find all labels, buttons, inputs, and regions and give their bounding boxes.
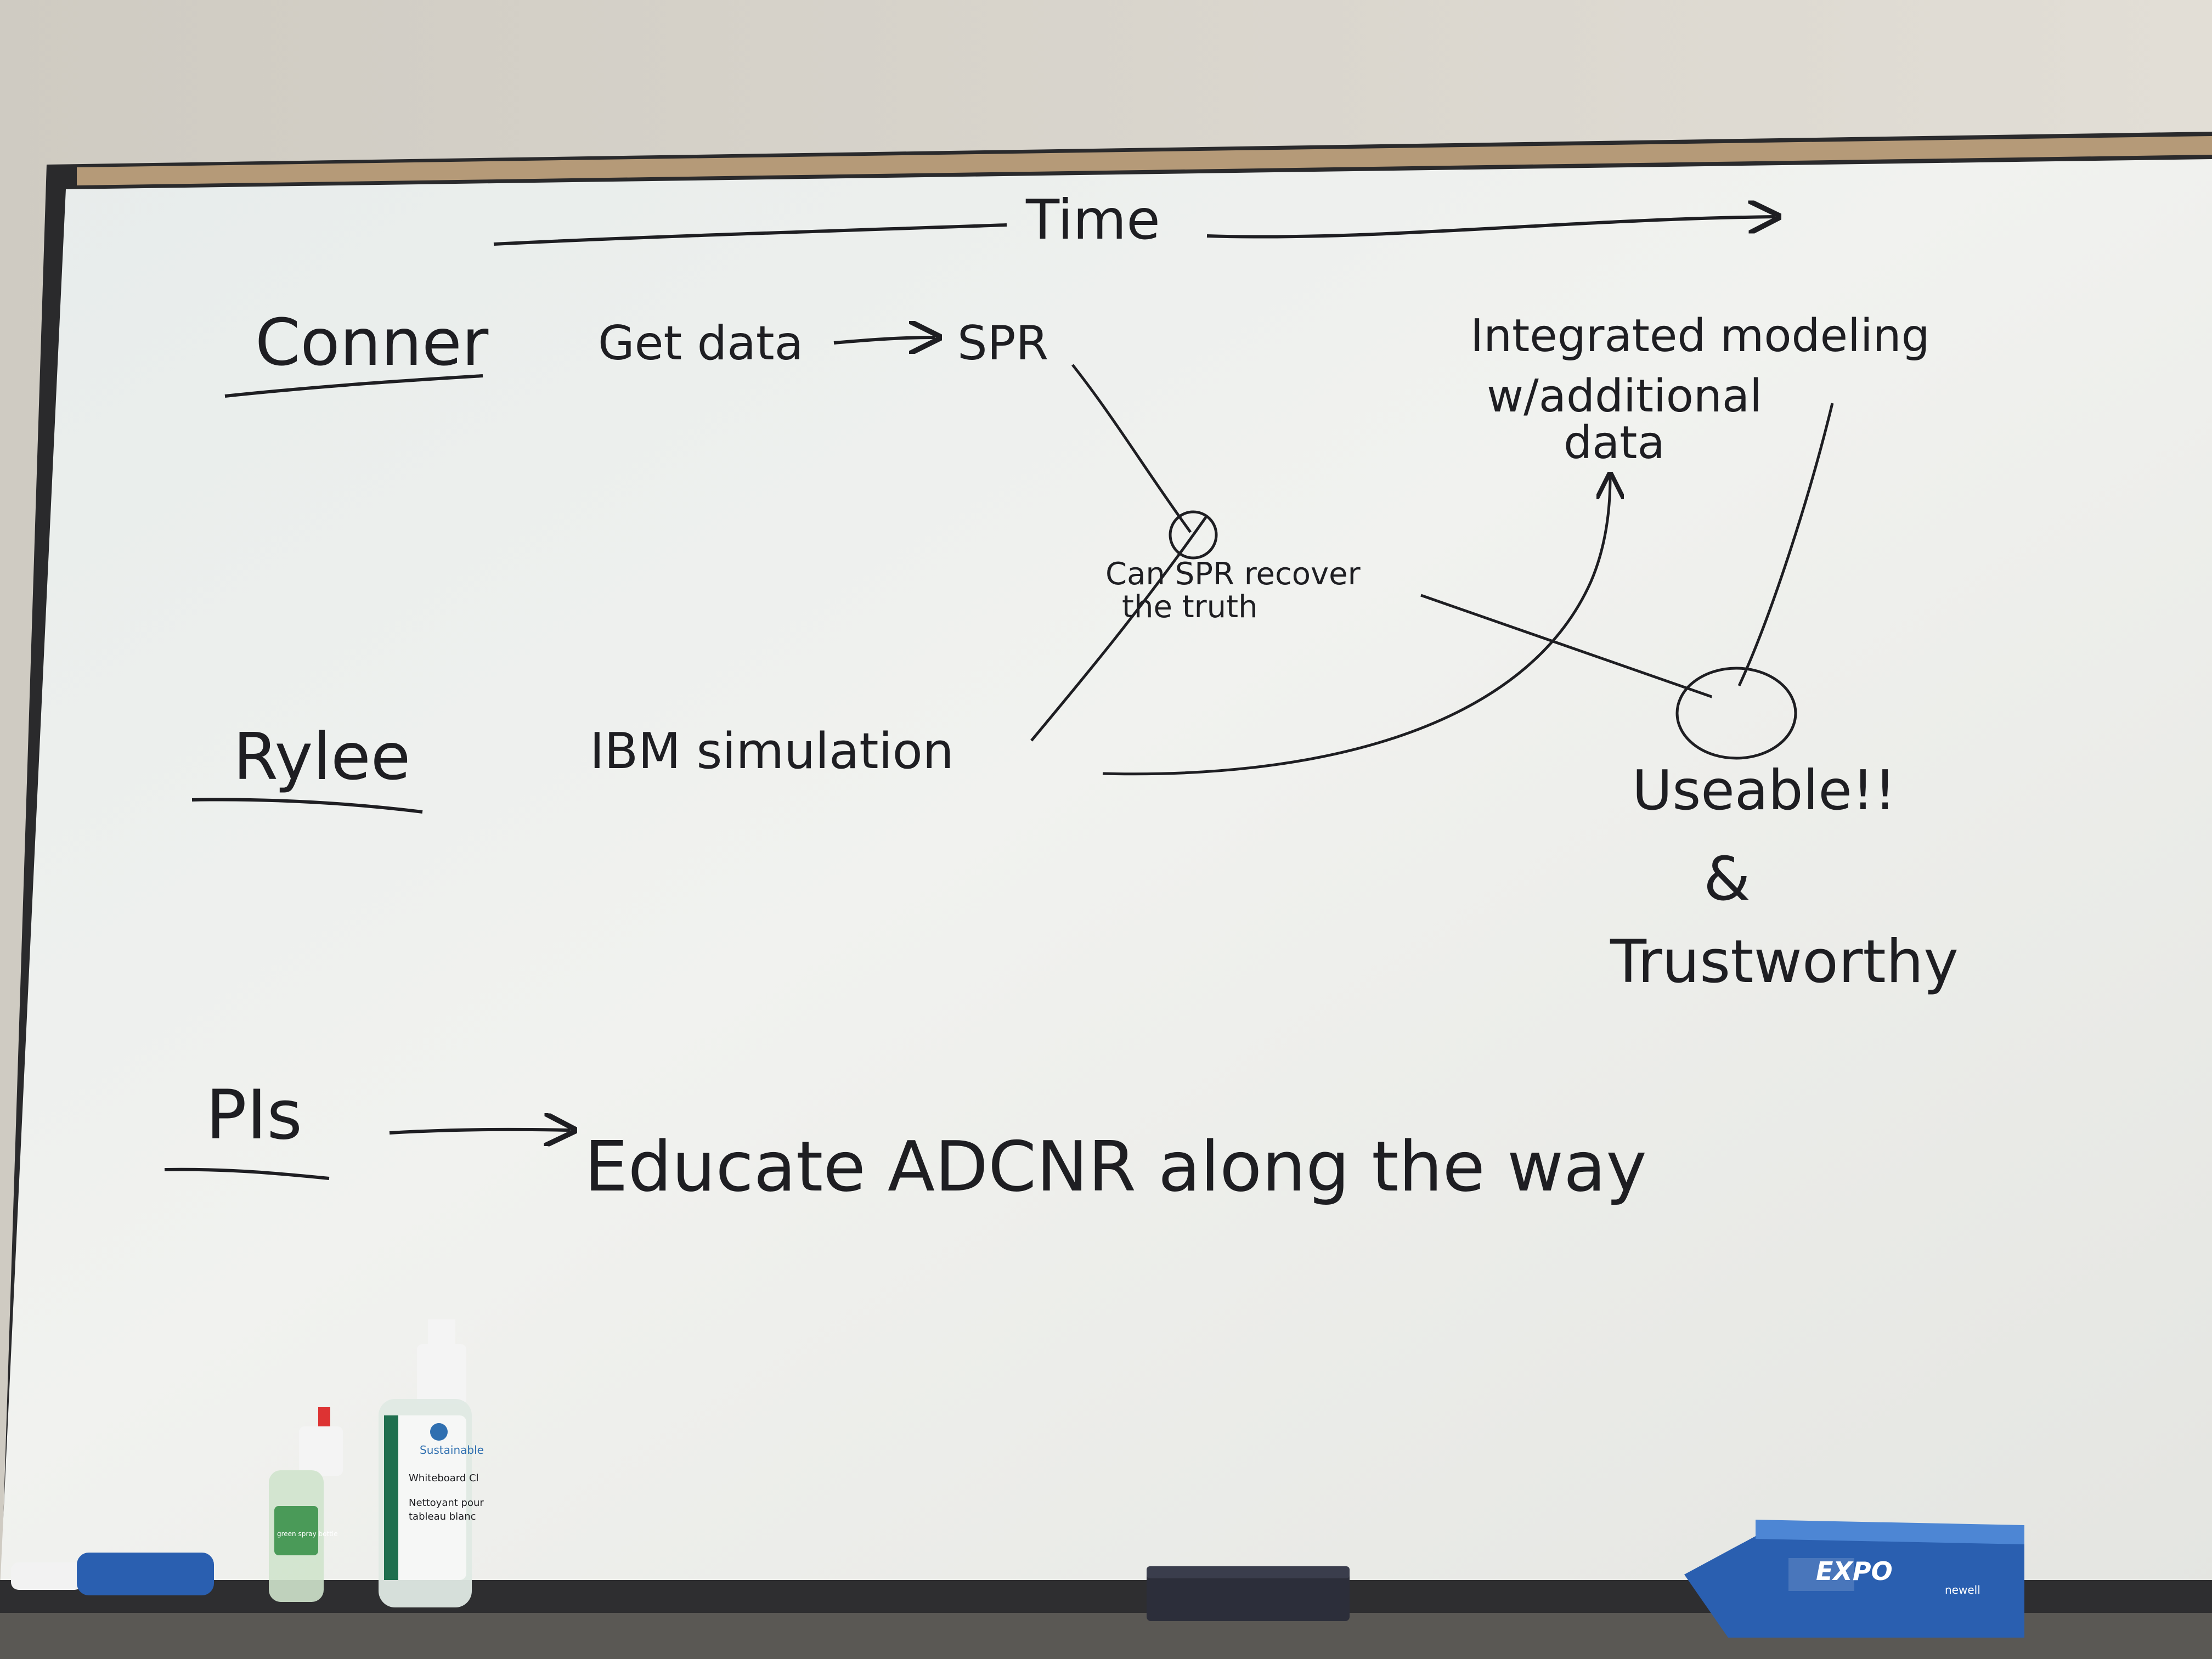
node-ampersand: & — [1703, 844, 1751, 914]
arrow-get-data-to-spr — [833, 337, 935, 343]
arrow-pis-to-educate — [389, 1130, 571, 1133]
node-integrated-line2: w/additional — [1487, 370, 1762, 422]
node-can-spr-line2: the truth — [1122, 589, 1258, 625]
cleaner-line1: Whiteboard Cl — [409, 1472, 479, 1484]
node-integrated-line1: Integrated modeling — [1470, 310, 1930, 362]
node-integrated-line3: data — [1564, 417, 1665, 469]
line-integrated-to-useable — [1737, 403, 1834, 687]
node-can-spr-line1: Can SPR recover — [1105, 556, 1361, 592]
row-underline-rylee — [191, 798, 423, 814]
line-question-to-useable — [1420, 594, 1712, 698]
line-ibm-to-question — [1030, 515, 1209, 742]
node-useable: Useable!! — [1632, 758, 1896, 822]
node-spr: SPR — [957, 316, 1048, 371]
timeline-label: Time — [1025, 188, 1160, 252]
node-get-data: Get data — [598, 316, 803, 371]
cleaner-brand: Sustainable — [420, 1443, 484, 1457]
marker-box-newell: newell — [1945, 1583, 1980, 1596]
cleaner-bottle[interactable]: Sustainable Whiteboard Cl Nettoyant pour… — [379, 1319, 484, 1607]
small-spray-bottle[interactable]: green spray bottle — [269, 1407, 343, 1602]
marker[interactable] — [11, 1553, 214, 1595]
cleaner-line3: tableau blanc — [409, 1511, 476, 1522]
row-underline-conner — [224, 374, 483, 398]
small-spray-label: green spray bottle — [277, 1530, 338, 1538]
marker-box-brand: EXPO — [1816, 1556, 1893, 1586]
question-circle — [1169, 510, 1218, 560]
timeline: Time — [493, 188, 1775, 252]
row-label-conner: Conner — [255, 304, 489, 380]
marker-box[interactable]: EXPO newell — [1684, 1520, 2024, 1638]
board-surface — [0, 159, 2212, 1607]
row-label-pis: PIs — [206, 1076, 302, 1155]
line-spr-to-question — [1071, 364, 1192, 533]
node-educate: Educate ADCNR along the way — [584, 1126, 1647, 1207]
row-rylee: Rylee — [191, 719, 423, 814]
node-trustworthy: Trustworthy — [1610, 928, 1959, 996]
arrow-ibm-to-integrated — [1102, 477, 1610, 776]
cork-strip — [77, 136, 2212, 185]
cleaner-line2: Nettoyant pour — [409, 1497, 484, 1509]
row-pis: PIs — [164, 1076, 330, 1180]
eraser[interactable] — [1147, 1566, 1350, 1621]
timeline-arrow — [1206, 217, 1775, 239]
node-ibm-simulation: IBM simulation — [590, 723, 954, 780]
row-conner: Conner — [224, 304, 489, 398]
timeline-line-left — [493, 223, 1007, 246]
row-label-rylee: Rylee — [233, 719, 410, 794]
row-underline-pis — [164, 1167, 330, 1180]
useable-circle — [1675, 667, 1797, 760]
